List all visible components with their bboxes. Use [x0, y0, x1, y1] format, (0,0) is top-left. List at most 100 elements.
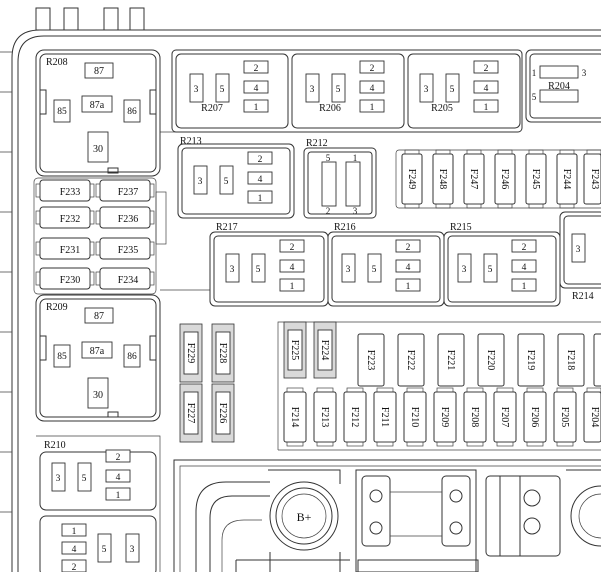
fuse-f245: F245	[525, 149, 547, 209]
svg-text:F243: F243	[589, 169, 600, 190]
relay-r209: R209 87 87a 85 86 30	[35, 294, 161, 422]
fuse-f231: F231	[35, 237, 95, 260]
relay-r205: 3 5 2 4 1 R205	[407, 53, 521, 129]
svg-text:F204: F204	[589, 407, 600, 428]
relay-r212: R212 5 1 2 3	[303, 138, 377, 219]
fuse-f218: F218	[557, 333, 585, 387]
fuse-f219: F219	[517, 333, 545, 387]
fuse-f222: F222	[397, 333, 425, 387]
svg-text:1: 1	[254, 103, 259, 113]
svg-text:86: 86	[127, 107, 137, 117]
svg-text:1: 1	[116, 491, 121, 501]
fuse-f229: F229	[179, 323, 203, 383]
svg-text:2: 2	[522, 243, 527, 253]
fuse-f220: F220	[477, 333, 505, 387]
relay-bottom-left: 1 4 5 3 2	[39, 515, 157, 572]
relay-r215: R215 3 5 2 4 1	[443, 222, 561, 307]
left-fuse-block: F233 F232 F231 F230 F237 F236 F235 F234	[33, 177, 167, 295]
svg-text:3: 3	[310, 85, 315, 95]
relay-r216-label: R216	[334, 222, 356, 233]
fuse-f226: F226	[211, 383, 235, 443]
relay-r204: 1 3 5 R204	[525, 49, 601, 123]
svg-text:F206: F206	[529, 407, 540, 428]
svg-text:2: 2	[116, 453, 121, 463]
svg-text:F222: F222	[405, 350, 416, 371]
svg-text:F224: F224	[319, 340, 330, 361]
svg-text:4: 4	[484, 84, 489, 94]
svg-text:3: 3	[424, 85, 429, 95]
svg-text:5: 5	[82, 474, 87, 484]
svg-text:F214: F214	[289, 407, 300, 428]
svg-text:2: 2	[370, 64, 375, 74]
svg-text:5: 5	[336, 85, 341, 95]
relay-r208-label: R208	[46, 57, 68, 68]
fuse-f232: F232	[35, 206, 95, 229]
relay-r210-label: R210	[44, 440, 66, 451]
svg-text:F207: F207	[499, 407, 510, 428]
svg-text:F213: F213	[319, 407, 330, 428]
svg-text:3: 3	[230, 265, 235, 275]
lower-fuse-row: F214 F213 F212 F211 F210 F209 F208 F207 …	[283, 387, 601, 447]
relay-r207-label: R207	[201, 103, 223, 114]
svg-text:F210: F210	[409, 407, 420, 428]
svg-text:F223: F223	[365, 350, 376, 371]
relay-r217-label: R217	[216, 222, 238, 233]
svg-text:3: 3	[346, 265, 351, 275]
svg-text:F233: F233	[60, 187, 81, 198]
svg-text:5: 5	[450, 85, 455, 95]
svg-text:87: 87	[94, 66, 104, 77]
svg-text:4: 4	[116, 473, 121, 483]
top-relay-row	[171, 49, 523, 133]
fuse-f212: F212	[343, 387, 367, 447]
mid-fuse-panel: F225 F224 F223 F222 F221 F220 F219 F218	[277, 321, 601, 451]
fuse-f204: F204	[583, 387, 601, 443]
svg-text:30: 30	[93, 144, 103, 155]
svg-text:3: 3	[194, 85, 199, 95]
svg-text:5: 5	[256, 265, 261, 275]
svg-text:F249: F249	[406, 169, 417, 190]
fuse-f210: F210	[403, 387, 427, 447]
top-fuse-row: F249 F248 F247 F246 F245 F244 F243	[395, 149, 601, 209]
svg-text:2: 2	[484, 64, 489, 74]
relay-r205-label: R205	[431, 103, 453, 114]
svg-text:5: 5	[488, 265, 493, 275]
svg-text:F225: F225	[289, 340, 300, 361]
svg-text:3: 3	[198, 177, 203, 187]
relay-r215-label: R215	[450, 222, 472, 233]
fuse-f236: F236	[95, 206, 155, 229]
svg-text:3: 3	[130, 545, 135, 555]
svg-text:2: 2	[72, 563, 77, 572]
fuse-f223: F223	[357, 333, 385, 387]
svg-text:1: 1	[353, 153, 358, 163]
svg-text:4: 4	[72, 545, 77, 555]
svg-text:F230: F230	[60, 275, 81, 286]
relay-r209-label: R209	[46, 302, 68, 313]
relay-r213: R213 3 5 2 4 1	[177, 136, 295, 219]
svg-text:F205: F205	[559, 407, 570, 428]
relay-r217: R217 3 5 2 4 1	[209, 222, 329, 307]
svg-text:F208: F208	[469, 407, 480, 428]
fuse-f248: F248	[432, 149, 454, 209]
svg-text:5: 5	[326, 153, 331, 163]
svg-text:F247: F247	[468, 169, 479, 190]
relay-r214-label: R214	[572, 291, 594, 302]
fuse-f205: F205	[553, 387, 577, 447]
mid-left-fuses: F229 F228 F227 F226	[179, 323, 235, 443]
fuse-f208: F208	[463, 387, 487, 447]
svg-text:F246: F246	[499, 169, 510, 190]
svg-text:F227: F227	[185, 403, 196, 424]
svg-text:85: 85	[57, 352, 67, 362]
svg-text:F234: F234	[118, 275, 139, 286]
svg-text:5: 5	[372, 265, 377, 275]
fuse-f246: F246	[494, 149, 516, 209]
svg-text:F220: F220	[485, 350, 496, 371]
svg-text:1: 1	[484, 103, 489, 113]
svg-text:4: 4	[254, 84, 259, 94]
svg-text:3: 3	[353, 206, 358, 216]
fuse-f206: F206	[523, 387, 547, 447]
svg-text:30: 30	[93, 390, 103, 401]
relay-r214: 3 R214	[559, 211, 601, 302]
fuse-f247: F247	[463, 149, 485, 209]
svg-text:4: 4	[406, 263, 411, 273]
